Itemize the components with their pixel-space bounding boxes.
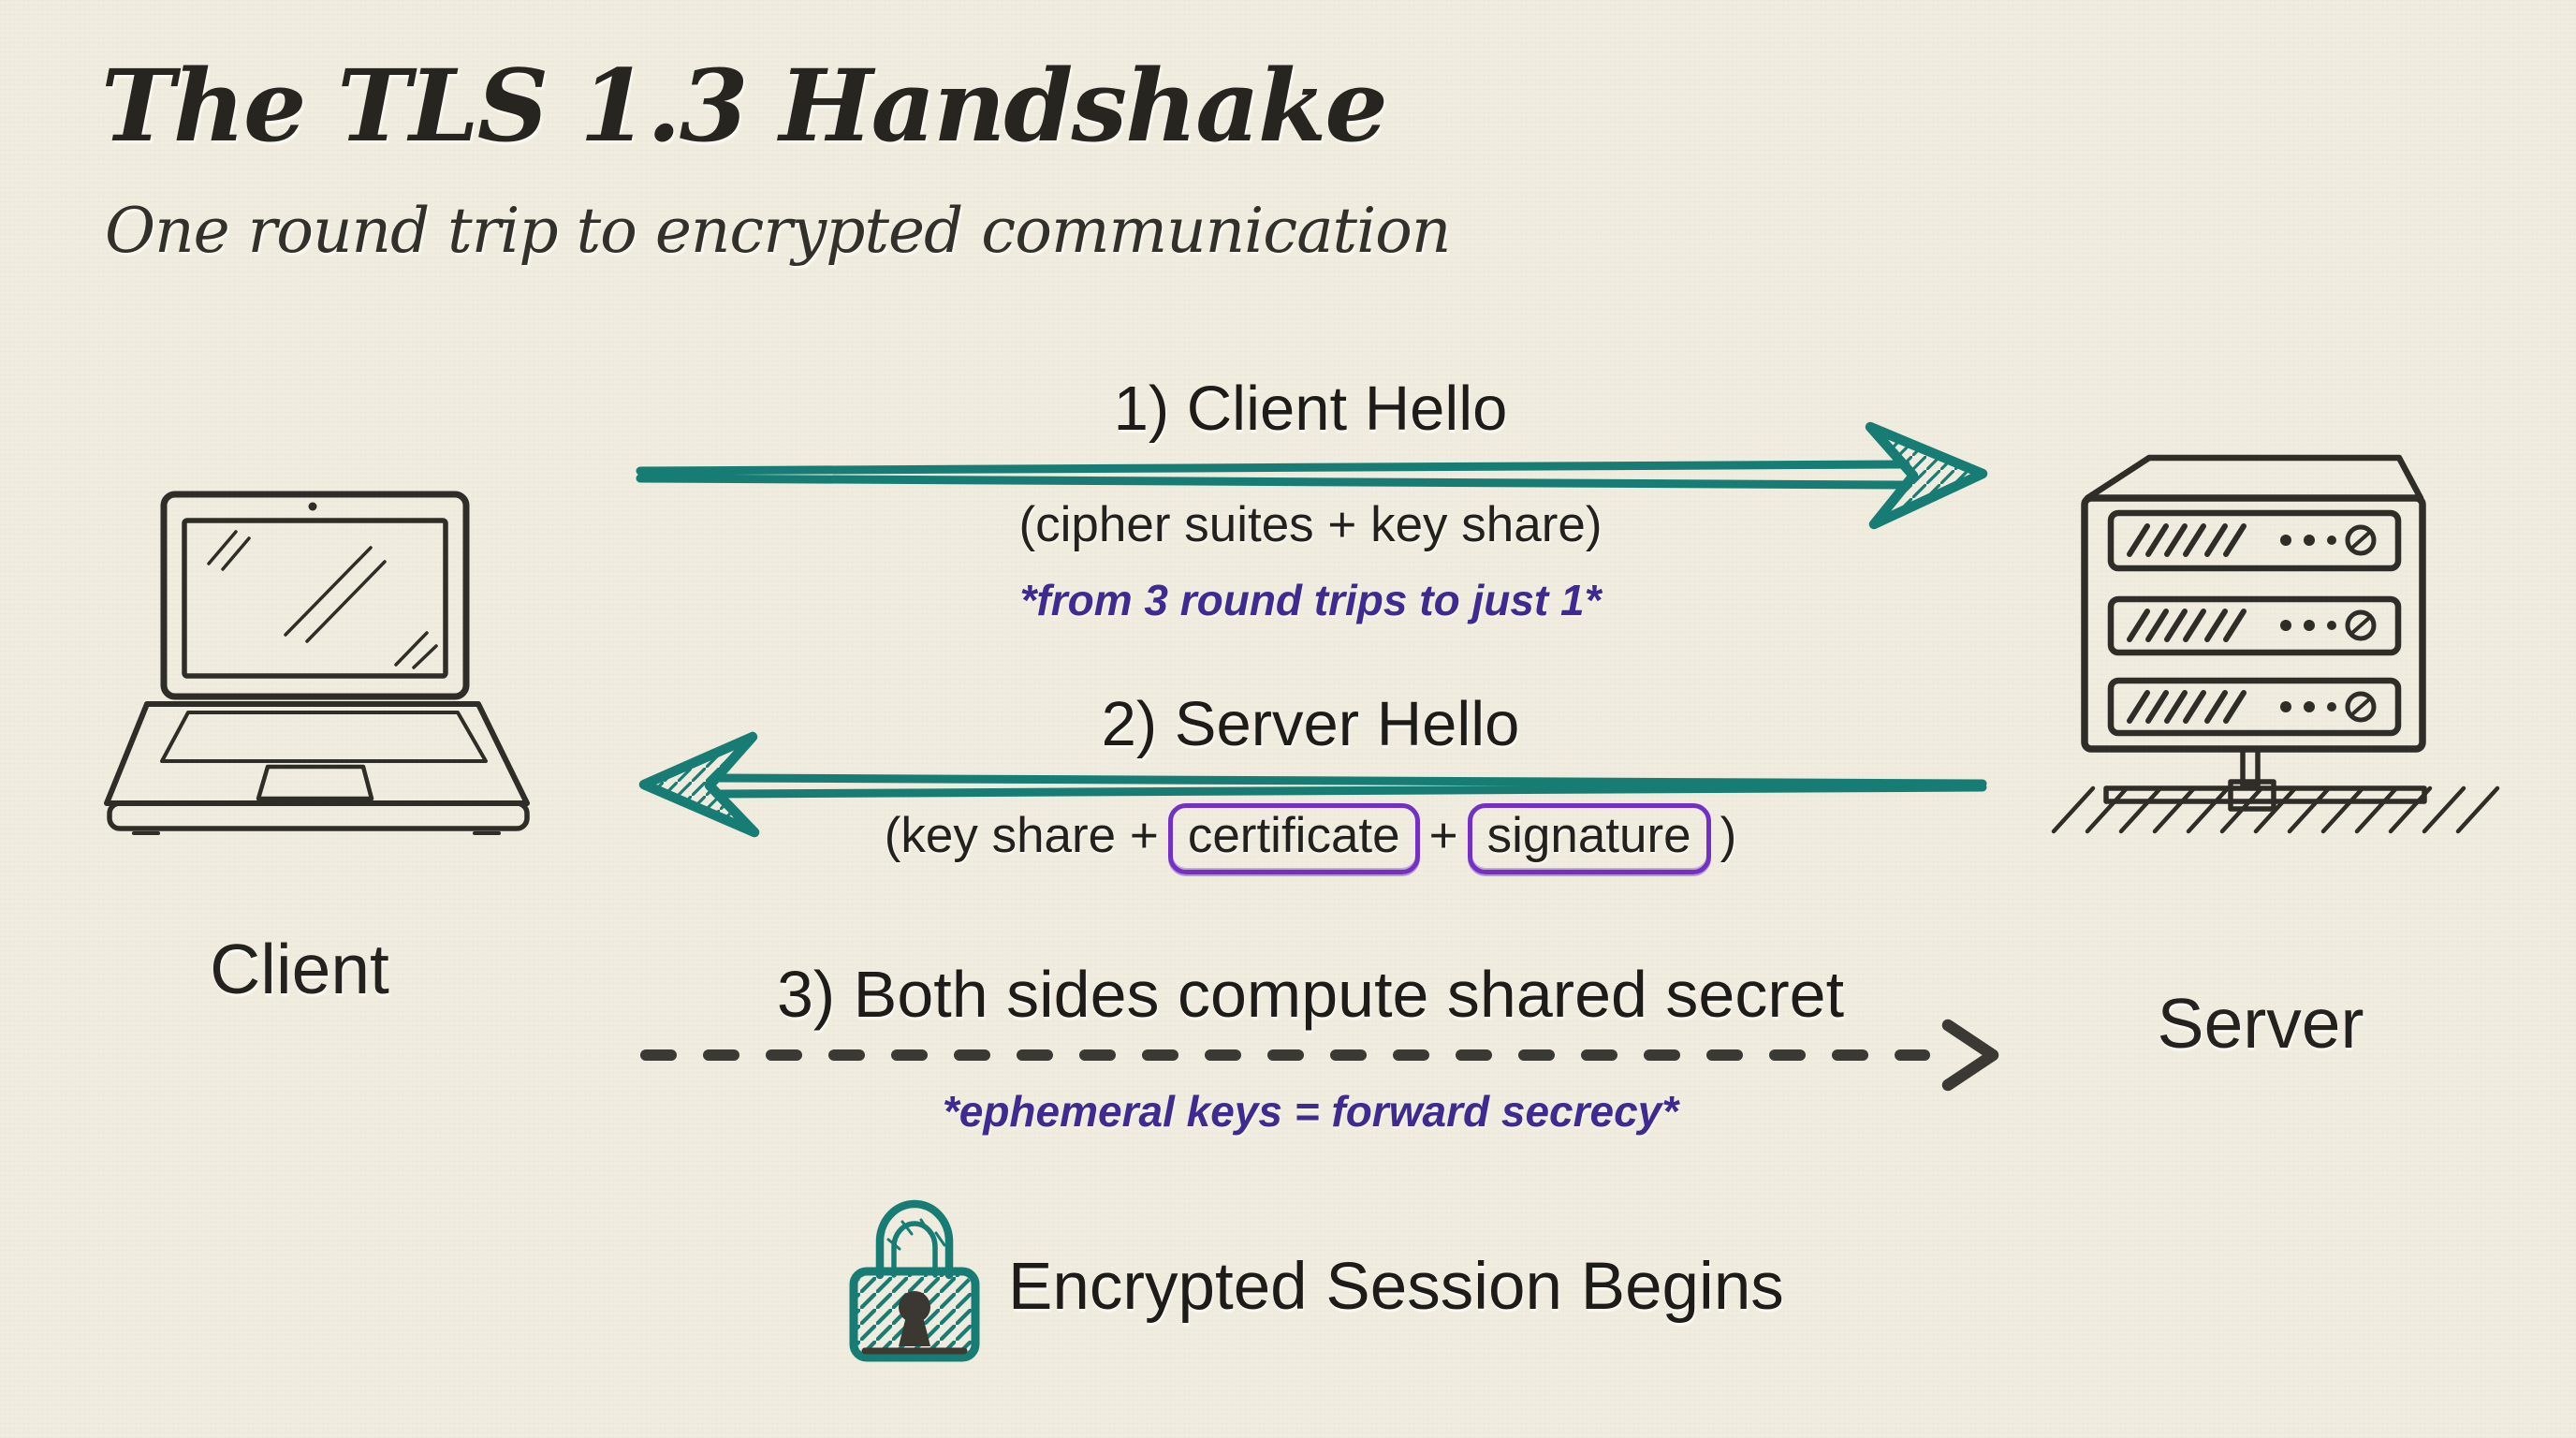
- arrow-left-icon: [638, 731, 1987, 838]
- step-2-detail: (key share +certificate+signature): [646, 803, 1975, 874]
- server-label: Server: [2157, 984, 2364, 1063]
- step-1-detail: (cipher suites + key share): [1018, 497, 1603, 552]
- step-2-detail-joiner: +: [1428, 808, 1458, 863]
- dashed-arrow-icon: [640, 1019, 1999, 1092]
- encrypted-session-label: Encrypted Session Begins: [1008, 1250, 1784, 1324]
- page-title: The TLS 1.3 Handshake: [101, 47, 1388, 164]
- page-subtitle: One round trip to encrypted communicatio…: [105, 195, 1451, 267]
- step-2-detail-prefix: (key share +: [884, 808, 1159, 863]
- step-2-detail-suffix: ): [1720, 808, 1737, 863]
- step-2-heading: 2) Server Hello: [1101, 689, 1520, 759]
- signature-chip: signature: [1467, 803, 1711, 874]
- step-3-note: *ephemeral keys = forward secrecy*: [942, 1087, 1679, 1136]
- laptop-icon: [104, 491, 530, 835]
- step-1-note: *from 3 round trips to just 1*: [1019, 576, 1602, 624]
- step-1-heading: 1) Client Hello: [1113, 374, 1508, 444]
- certificate-chip: certificate: [1167, 803, 1420, 874]
- padlock-icon: [849, 1199, 980, 1362]
- arrow-right-icon: [636, 421, 1988, 530]
- step-3-heading: 3) Both sides compute shared secret: [776, 958, 1845, 1031]
- client-label: Client: [210, 930, 389, 1008]
- server-rack-icon: [2051, 454, 2500, 834]
